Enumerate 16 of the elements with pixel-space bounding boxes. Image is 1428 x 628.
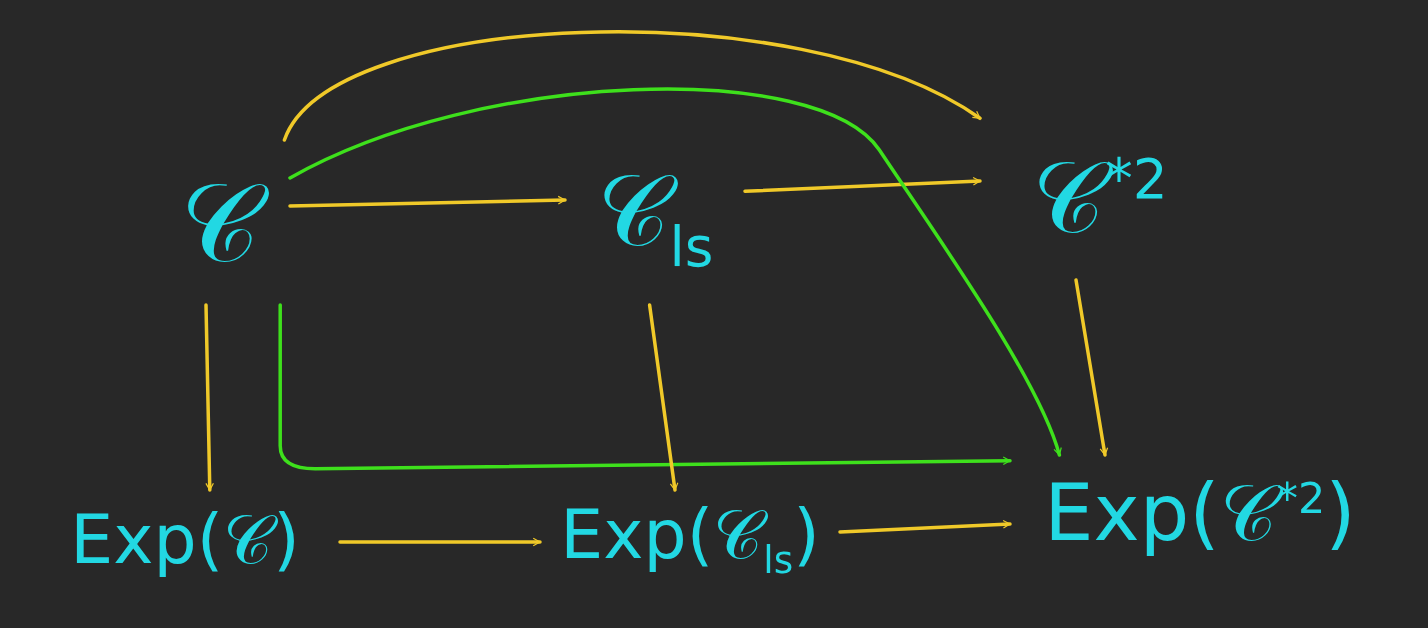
- math-label: 𝒞: [150, 140, 290, 305]
- arrow: [204, 303, 214, 492]
- arrow: [838, 519, 1012, 534]
- math-label: 𝒞$^{*2}$: [980, 115, 1220, 280]
- math-label: Exp(𝒞$^{*2}$): [1010, 455, 1390, 570]
- arrow: [647, 303, 679, 492]
- arrow: [338, 537, 542, 547]
- math-label: Exp(𝒞): [30, 490, 340, 590]
- arrow: [1074, 278, 1109, 457]
- arrow: [282, 30, 982, 142]
- arrow: [288, 87, 1062, 457]
- math-label: Exp(𝒞$_{ls}$): [540, 490, 840, 590]
- arrow: [288, 195, 567, 208]
- arrow: [743, 176, 982, 193]
- arrow: [278, 303, 1012, 471]
- math-label: 𝒞$_{ls}$: [565, 130, 745, 305]
